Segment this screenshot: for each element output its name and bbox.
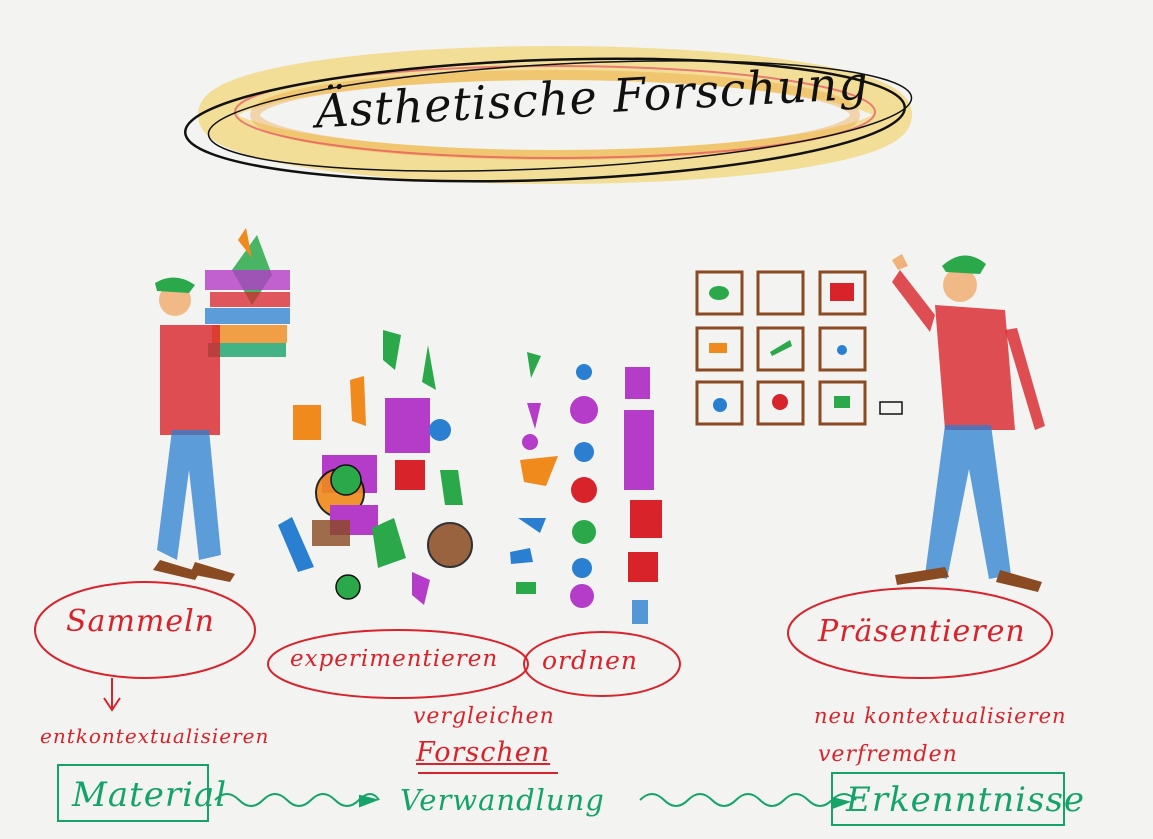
stage-ellipses	[34, 581, 1053, 699]
label-experimentieren: experimentieren	[290, 646, 499, 672]
title-cloud	[183, 46, 913, 184]
label-sammeln: Sammeln	[66, 604, 216, 639]
presentation-grid	[695, 270, 867, 426]
label-ordnen: ordnen	[542, 646, 639, 675]
label-verfremden: verfremden	[818, 742, 958, 767]
flow-graphics	[57, 764, 1065, 826]
down-arrow	[103, 678, 121, 712]
ordered-columns	[510, 352, 662, 624]
collector-figure	[153, 228, 290, 582]
flow-verwandlung: Verwandlung	[400, 783, 605, 817]
presentation-grid-contents	[709, 283, 903, 415]
label-vergleichen: vergleichen	[413, 704, 555, 729]
flow-material: Material	[72, 775, 228, 815]
label-entkontextualisieren: entkontextualisieren	[40, 724, 270, 748]
label-neu-kontextualisieren: neu kontextualisieren	[814, 704, 1067, 728]
label-praesentieren: Präsentieren	[818, 614, 1026, 649]
experiment-shapes	[278, 330, 473, 605]
label-forschen: Forschen	[416, 737, 551, 768]
flow-erkenntnisse: Erkenntnisse	[846, 780, 1086, 820]
presenter-figure	[892, 254, 1045, 592]
